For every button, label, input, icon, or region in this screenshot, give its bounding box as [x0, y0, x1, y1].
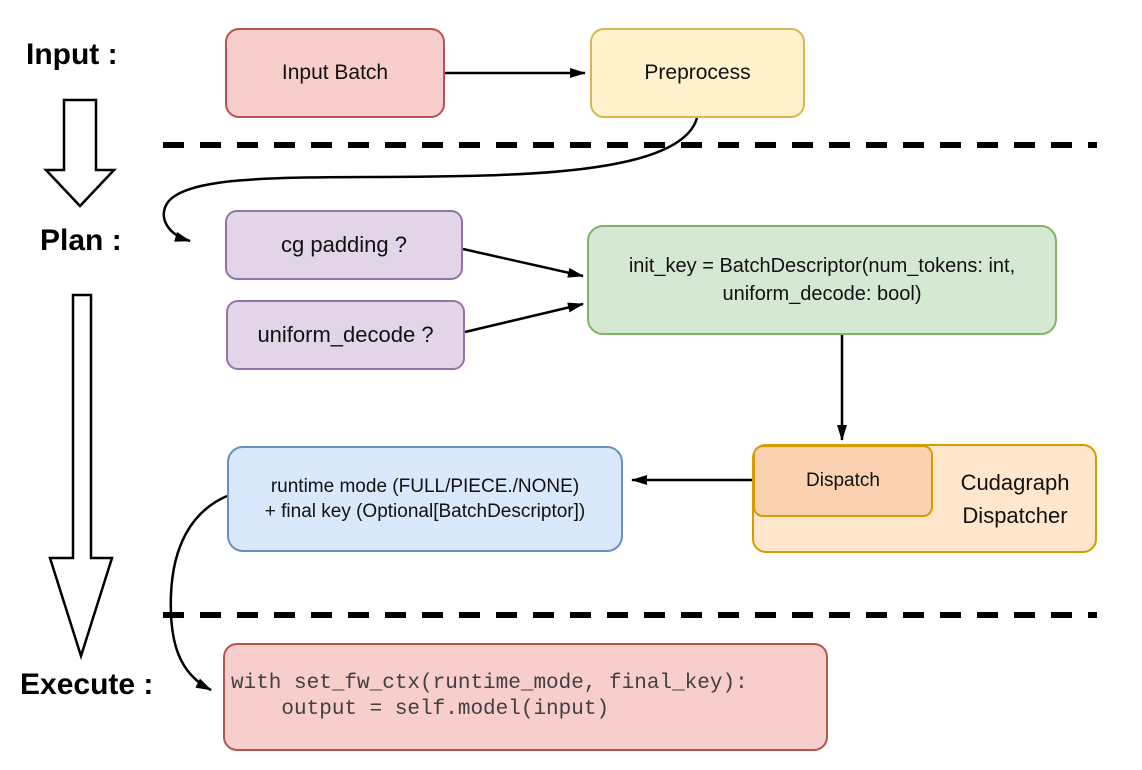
execute-code-line2: output = self.model(input) [231, 698, 610, 721]
plan-to-execute-hollow-arrow [48, 293, 114, 661]
arrow-uniformdecode-to-initkey [464, 302, 584, 334]
init-key-line2: uniform_decode: bool) [722, 283, 922, 305]
execute-code-line1: with set_fw_ctx(runtime_mode, final_key)… [231, 672, 748, 695]
dispatch-label: Dispatch [806, 470, 880, 491]
input-batch-label: Input Batch [281, 61, 389, 84]
section-label-input: Input : [26, 38, 118, 71]
cg-padding-node: cg padding ? [225, 210, 463, 280]
preprocess-label: Preprocess [644, 61, 751, 84]
cudagraph-dispatcher-line2: Dispatcher [962, 502, 1068, 528]
runtime-mode-node: runtime mode (FULL/PIECE./NONE) + final … [227, 446, 623, 552]
execute-code-node: with set_fw_ctx(runtime_mode, final_key)… [223, 643, 828, 751]
section-label-execute: Execute : [20, 668, 154, 701]
input-to-plan-hollow-arrow [43, 98, 117, 208]
preprocess-node: Preprocess [590, 28, 805, 118]
uniform-decode-node: uniform_decode ? [226, 300, 465, 370]
arrow-cgpadding-to-initkey [462, 247, 584, 278]
arrow-runtimemode-to-executecode [169, 494, 228, 692]
cg-padding-label: cg padding ? [281, 232, 407, 257]
uniform-decode-label: uniform_decode ? [257, 322, 434, 347]
input-batch-node: Input Batch [225, 28, 445, 118]
init-key-node: init_key = BatchDescriptor(num_tokens: i… [587, 225, 1057, 335]
cudagraph-dispatcher-label: Cudagraph Dispatcher [935, 444, 1095, 553]
runtime-mode-line1: runtime mode (FULL/PIECE./NONE) [270, 476, 580, 497]
runtime-mode-line2: + final key (Optional[BatchDescriptor]) [264, 501, 586, 522]
init-key-line1: init_key = BatchDescriptor(num_tokens: i… [628, 255, 1016, 277]
arrow-preprocess-to-cgpadding [162, 117, 699, 243]
cudagraph-dispatcher-line1: Cudagraph [960, 469, 1070, 495]
dispatch-node: Dispatch [753, 445, 933, 517]
section-label-plan: Plan : [40, 224, 122, 257]
